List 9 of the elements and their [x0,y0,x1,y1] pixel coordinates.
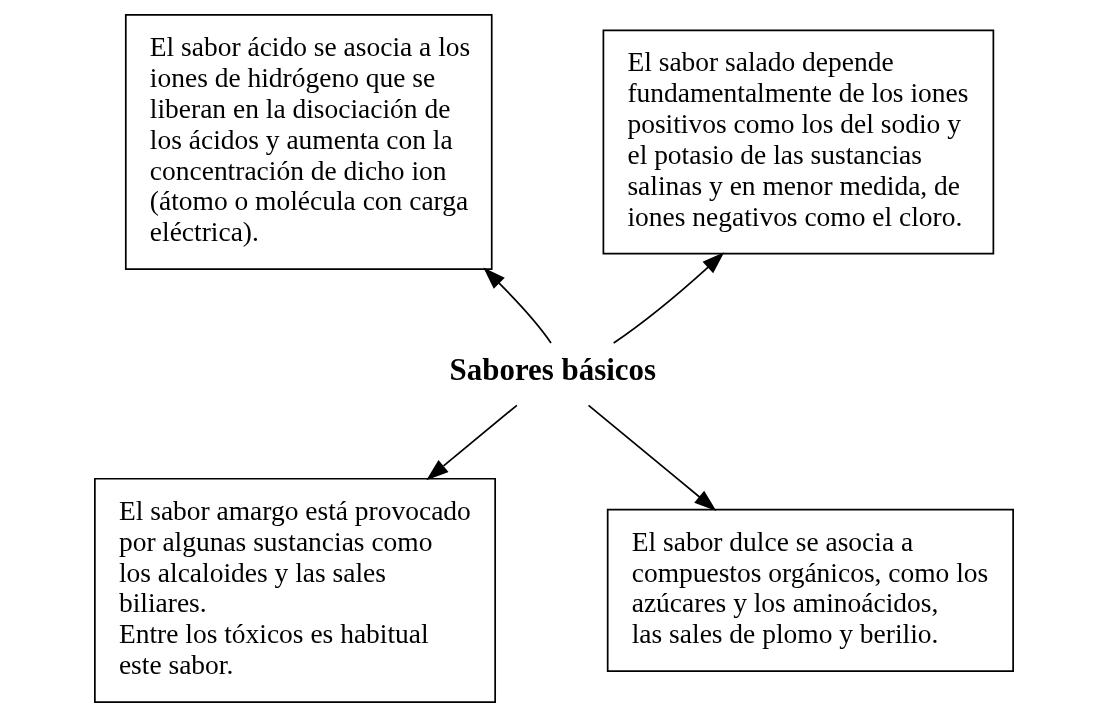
arrow [587,404,716,511]
node-box: El sabor dulce se asocia a compuestos orgánicos, como los azúcares y los aminoácidos, las sales de plomo y berilio. [606,508,1014,673]
node-box: El sabor ácido se asocia a los iones de hidrógeno que se liberan en la disociación de los ácidos y aumenta con la concentración de dicho ion (átomo o molécula con carga eléctrica). [124,14,493,271]
arrow [612,252,724,344]
arrow [425,404,518,481]
node-text: Sabores básicos [449,351,656,387]
node-box: El sabor salado depende fundamentalmente de los iones positivos como los del sodio y el potasio de las sustancias salinas y en menor medida, de iones negativos como el cloro. [602,29,994,255]
node-box: El sabor amargo está provocado por algunas sustancias como los alcaloides y las sales biliares. Entre los tóxicos es habitual este sabor. [93,477,496,703]
arrow [482,267,552,344]
